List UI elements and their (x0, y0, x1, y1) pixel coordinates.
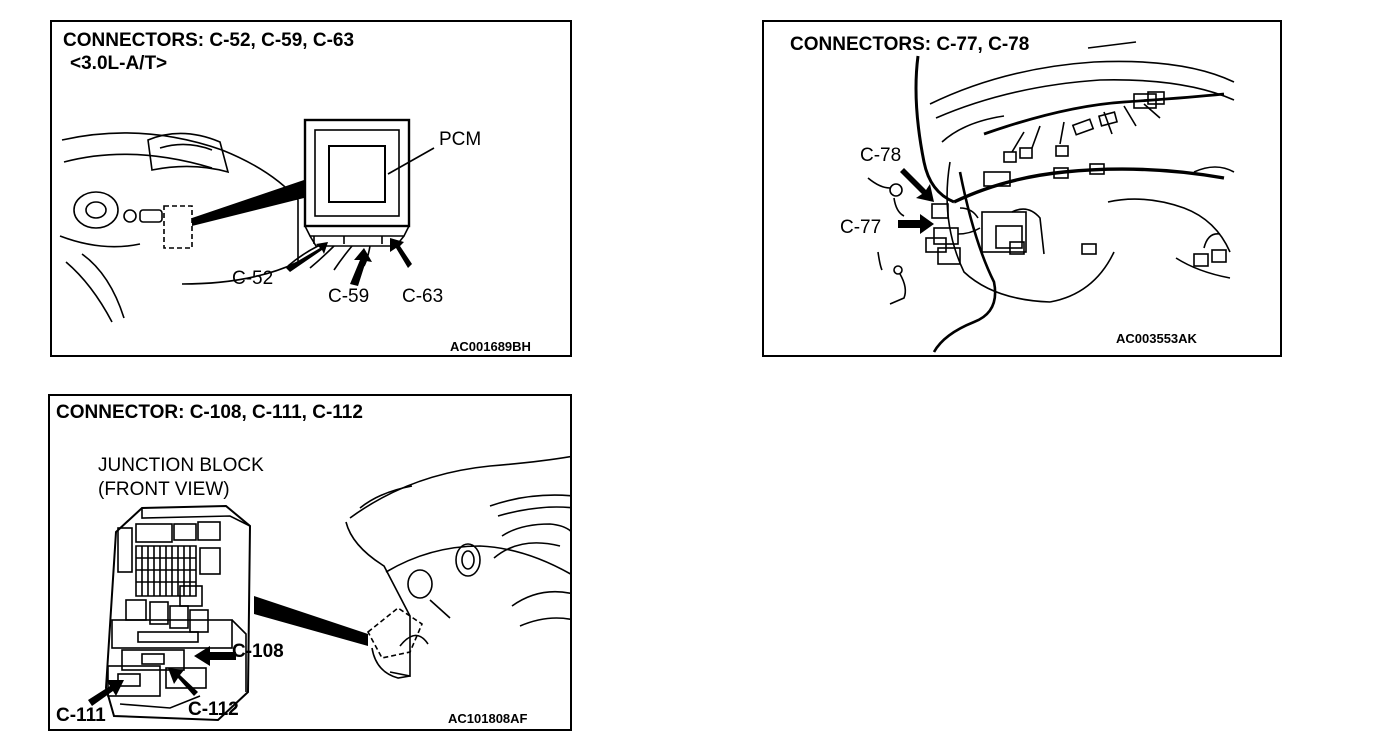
figure-code: AC101808AF (448, 711, 528, 726)
figure-code: AC003553AK (1116, 331, 1197, 346)
harness-illustration (867, 41, 1235, 353)
connector-c63-label: C-63 (402, 286, 444, 307)
pcm-connectors-panel: CONNECTORS: C-52, C-59, C-63 <3.0L-A/T> … (50, 20, 572, 357)
panel-title: CONNECTORS: C-52, C-59, C-63 (63, 30, 355, 51)
connector-c112-label: C-112 (188, 699, 239, 720)
connector-c52-label: C-52 (232, 268, 274, 289)
junction-block-label: JUNCTION BLOCK (98, 455, 264, 476)
pcm-dashboard-illustration (59, 118, 435, 323)
junction-block-view-label: (FRONT VIEW) (98, 479, 230, 500)
figure-code: AC001689BH (450, 339, 531, 354)
panel-subtitle: <3.0L-A/T> (70, 53, 168, 74)
panel-title: CONNECTOR: C-108, C-111, C-112 (56, 402, 363, 423)
panel-title: CONNECTORS: C-77, C-78 (790, 34, 1030, 55)
connector-c111-label: C-111 (56, 705, 106, 726)
junction-block-illustration (88, 455, 570, 722)
junction-block-panel: CONNECTOR: C-108, C-111, C-112 JUNCTION … (48, 394, 572, 731)
connector-c78-label: C-78 (860, 145, 902, 166)
harness-connectors-panel: CONNECTORS: C-77, C-78 C-78 C-77 AC00355… (762, 20, 1282, 357)
pcm-label: PCM (439, 129, 482, 150)
connector-c77-label: C-77 (840, 217, 882, 238)
connector-c108-label: C-108 (232, 641, 284, 662)
connector-c59-label: C-59 (328, 286, 370, 307)
